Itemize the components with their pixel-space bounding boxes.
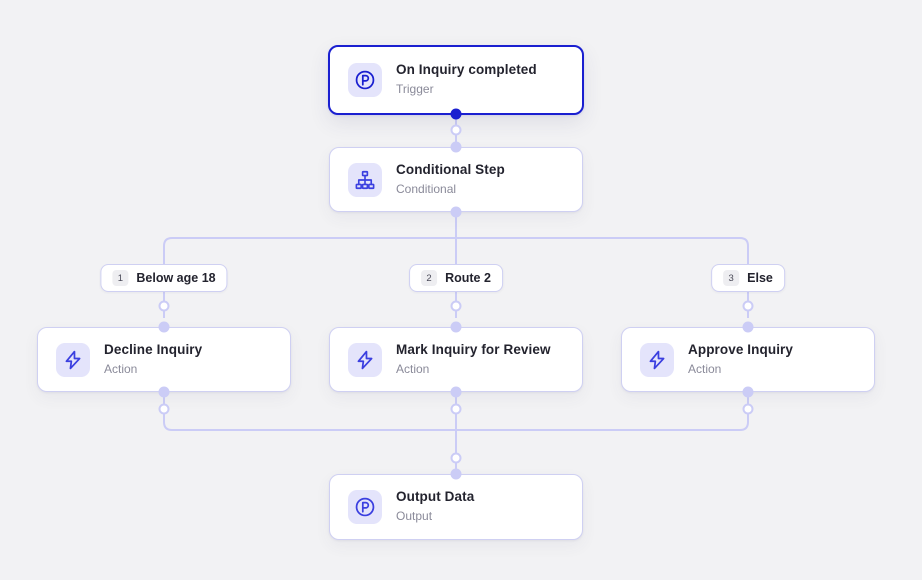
node-subtitle: Action (688, 361, 722, 376)
node-title: On Inquiry completed (396, 62, 537, 78)
org-chart-icon (348, 162, 382, 197)
node-title: Decline Inquiry (104, 341, 203, 357)
circle-p-icon (348, 490, 382, 524)
node-approve-labels: Approve Inquiry Action (688, 342, 793, 377)
branch-label: Else (747, 271, 773, 285)
port-approve-in[interactable] (742, 321, 754, 333)
branch-pill-3[interactable]: 3 Else (711, 264, 785, 292)
lightning-bolt-icon (348, 342, 382, 377)
node-subtitle: Trigger (396, 82, 434, 97)
port-conditional-out[interactable] (450, 206, 462, 218)
branch-pill-1[interactable]: 1 Below age 18 (100, 264, 228, 292)
add-step-handle-before-output[interactable] (450, 452, 462, 464)
node-subtitle: Action (104, 361, 138, 376)
port-conditional-in[interactable] (450, 141, 462, 153)
port-trigger-out[interactable] (450, 108, 462, 120)
node-trigger[interactable]: On Inquiry completed Trigger (328, 45, 584, 115)
add-step-handle-after-review[interactable] (450, 403, 462, 415)
lightning-bolt-icon (56, 342, 90, 377)
port-approve-out[interactable] (742, 386, 754, 398)
add-step-handle-branch-2[interactable] (450, 300, 462, 312)
node-mark-for-review[interactable]: Mark Inquiry for Review Action (329, 327, 583, 392)
node-trigger-labels: On Inquiry completed Trigger (396, 62, 537, 97)
node-output-labels: Output Data Output (396, 489, 474, 524)
node-subtitle: Output (396, 509, 433, 524)
add-step-handle-branch-3[interactable] (742, 300, 754, 312)
node-title: Approve Inquiry (688, 341, 794, 357)
node-output-data[interactable]: Output Data Output (329, 474, 583, 540)
lightning-bolt-icon (640, 342, 674, 377)
port-output-in[interactable] (450, 468, 462, 480)
node-subtitle: Conditional (396, 181, 457, 196)
port-review-out[interactable] (450, 386, 462, 398)
node-title: Conditional Step (396, 161, 505, 177)
port-decline-in[interactable] (158, 321, 170, 333)
add-step-handle-trigger-conditional[interactable] (450, 124, 462, 136)
node-review-labels: Mark Inquiry for Review Action (396, 342, 551, 377)
branch-number: 3 (723, 270, 740, 286)
node-title: Output Data (396, 489, 475, 505)
branch-label: Route 2 (445, 271, 491, 285)
branch-number: 2 (421, 270, 438, 286)
port-decline-out[interactable] (158, 386, 170, 398)
branch-label: Below age 18 (136, 271, 216, 285)
add-step-handle-after-decline[interactable] (158, 403, 170, 415)
node-conditional[interactable]: Conditional Step Conditional (329, 147, 583, 212)
node-conditional-labels: Conditional Step Conditional (396, 162, 505, 197)
node-subtitle: Action (396, 361, 430, 376)
node-decline-labels: Decline Inquiry Action (104, 342, 202, 377)
node-title: Mark Inquiry for Review (396, 341, 551, 357)
branch-number: 1 (112, 270, 129, 286)
branch-pill-2[interactable]: 2 Route 2 (409, 264, 503, 292)
circle-p-icon (348, 63, 382, 97)
node-approve-inquiry[interactable]: Approve Inquiry Action (621, 327, 875, 392)
port-review-in[interactable] (450, 321, 462, 333)
node-decline-inquiry[interactable]: Decline Inquiry Action (37, 327, 291, 392)
add-step-handle-branch-1[interactable] (158, 300, 170, 312)
add-step-handle-after-approve[interactable] (742, 403, 754, 415)
